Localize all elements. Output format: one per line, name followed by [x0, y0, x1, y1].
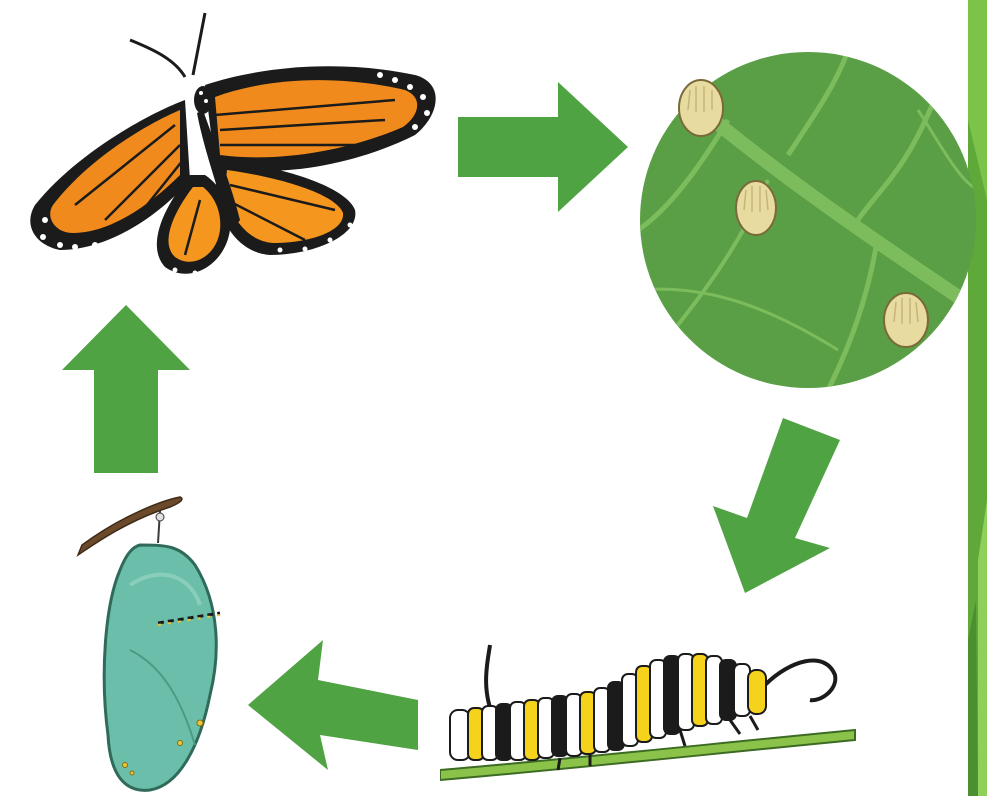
arrow-left-icon — [248, 640, 418, 770]
butterfly-icon — [15, 5, 445, 280]
eggs-on-leaf-icon — [638, 50, 978, 390]
arrow-right-icon — [458, 82, 628, 212]
arrow-up-icon — [62, 305, 190, 473]
caterpillar-icon — [440, 630, 860, 790]
arrow-down-left-icon — [705, 418, 845, 593]
chrysalis-icon — [70, 495, 240, 795]
